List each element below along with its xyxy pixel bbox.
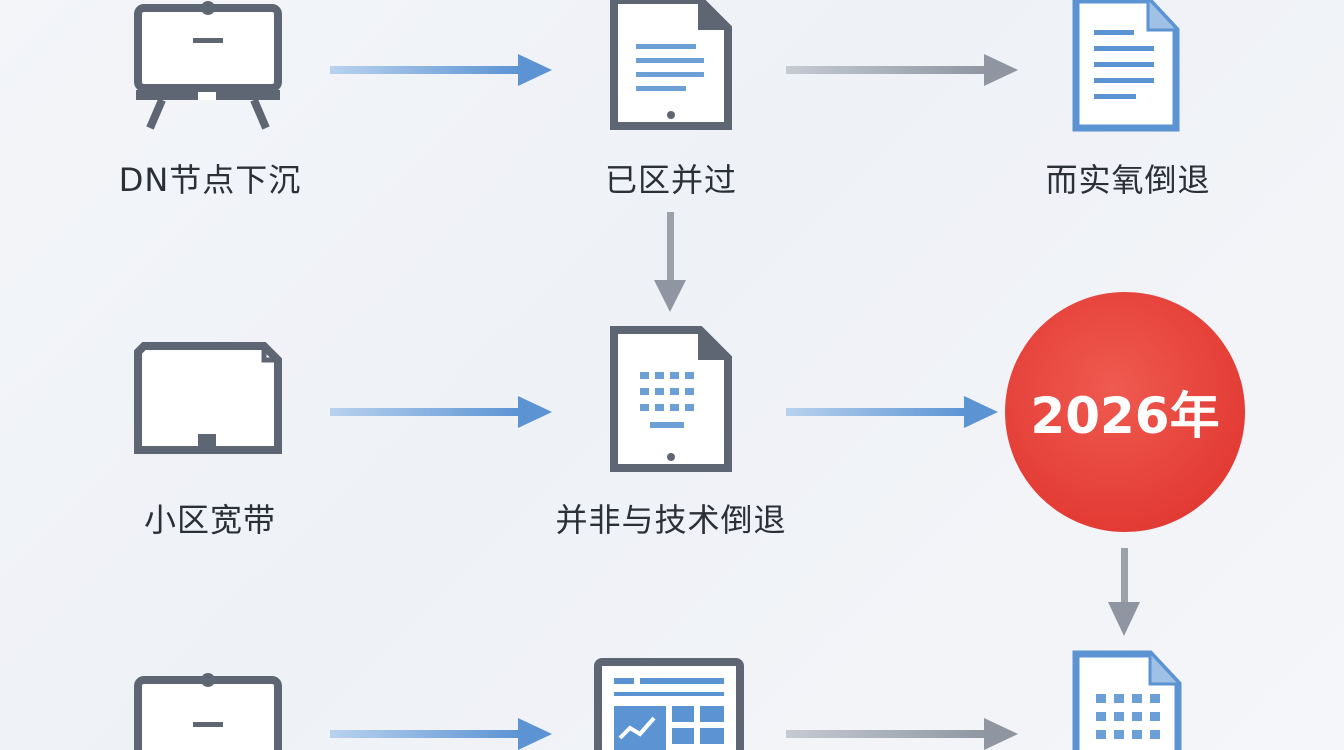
node-label-oxygen: 而实氧倒退 xyxy=(1045,161,1211,199)
arrow-cdn-to-merged xyxy=(330,54,552,86)
monitor-icon xyxy=(134,673,282,750)
tablet-document-icon xyxy=(610,0,732,130)
tablet-grid-icon xyxy=(610,326,732,472)
node-label-cdn: DN节点下沉 xyxy=(118,161,302,199)
arrow-dashboard-to-spreadsheet xyxy=(786,718,1018,750)
year-badge: 2026年 xyxy=(1005,292,1245,532)
arrow-merged-down xyxy=(654,212,686,312)
node-label-merged: 已区并过 xyxy=(604,161,738,199)
document-icon xyxy=(1072,0,1180,132)
arrow-badge-down xyxy=(1108,548,1140,636)
arrow-monitor-to-dashboard xyxy=(330,718,552,750)
arrow-broadband-to-not-regress xyxy=(330,396,552,428)
arrow-not-regress-to-badge xyxy=(786,396,998,428)
tv-icon xyxy=(134,342,282,454)
node-label-broadband: 小区宽带 xyxy=(143,501,277,539)
monitor-icon xyxy=(134,1,282,130)
arrow-merged-to-oxygen xyxy=(786,54,1018,86)
dashboard-icon xyxy=(594,658,744,750)
node-label-not-regress: 并非与技术倒退 xyxy=(555,501,787,539)
year-badge-text: 2026年 xyxy=(1030,387,1220,445)
spreadsheet-icon xyxy=(1072,650,1182,750)
